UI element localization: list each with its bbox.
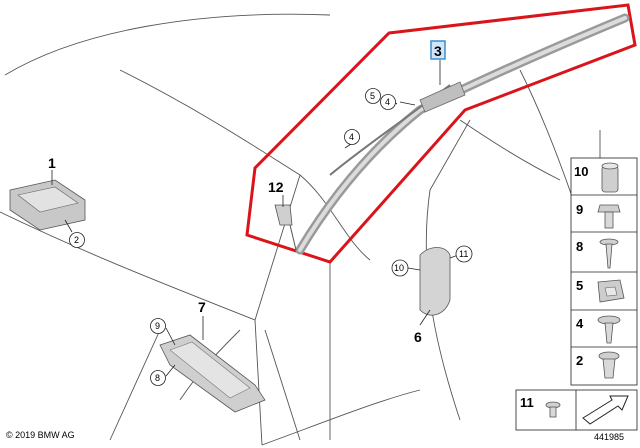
direction-arrow-icon <box>582 395 629 425</box>
diagram-number: 441985 <box>594 432 624 442</box>
callout-2: 2 <box>74 235 79 245</box>
car-body-outline <box>0 13 601 446</box>
legend-label-2: 2 <box>576 353 583 368</box>
callout-8: 8 <box>155 373 160 383</box>
copyright-text: © 2019 BMW AG <box>6 430 75 440</box>
callout-10-circle: 10 <box>391 259 409 277</box>
knee-airbag-part <box>159 334 266 413</box>
callout-9-circle: 9 <box>150 318 166 334</box>
callout-8-circle: 8 <box>150 370 166 386</box>
clip-nut-icon <box>597 279 625 303</box>
callout-4b: 4 <box>349 132 354 142</box>
callout-4b-circle: 4 <box>344 129 360 145</box>
curtain-airbag-highlight-outline <box>245 3 637 264</box>
nut-insert-icon <box>601 162 619 193</box>
legend-label-5: 5 <box>576 278 583 293</box>
expanding-rivet-icon <box>598 351 620 379</box>
legend-label-8: 8 <box>576 239 583 254</box>
callout-4a: 4 <box>385 97 390 107</box>
screw-icon <box>599 238 619 269</box>
legend-bottom-cell: 11 <box>515 389 638 431</box>
leader-lines <box>51 60 462 377</box>
callout-1: 1 <box>48 155 56 171</box>
curtain-airbag-part <box>295 13 630 255</box>
callout-11: 11 <box>459 249 468 259</box>
callout-4a-circle: 4 <box>380 94 396 110</box>
callout-3: 3 <box>434 43 442 59</box>
legend-label-9: 9 <box>576 202 583 217</box>
callout-2-circle: 2 <box>69 232 85 248</box>
legend-label-4: 4 <box>576 316 584 331</box>
callout-12: 12 <box>268 179 284 195</box>
callout-9: 9 <box>155 321 160 331</box>
steering-wheel-airbag-part <box>9 179 86 231</box>
callout-5: 5 <box>370 91 375 101</box>
callout-7: 7 <box>198 299 206 315</box>
bracket-part <box>274 204 297 251</box>
collar-screw-icon <box>597 315 621 344</box>
legend-label-10: 10 <box>574 164 588 179</box>
callout-10: 10 <box>394 263 404 273</box>
callout-11-circle: 11 <box>455 245 473 263</box>
callout-3-box: 3 <box>430 40 446 60</box>
callout-5-circle: 5 <box>365 88 381 104</box>
callout-6: 6 <box>414 329 422 345</box>
side-airbag-part <box>419 247 451 316</box>
fastener-legend: 10 9 8 5 4 2 <box>570 157 638 386</box>
small-bolt-icon <box>545 401 561 418</box>
legend-label-11: 11 <box>520 395 534 410</box>
hex-bolt-icon <box>597 204 621 229</box>
